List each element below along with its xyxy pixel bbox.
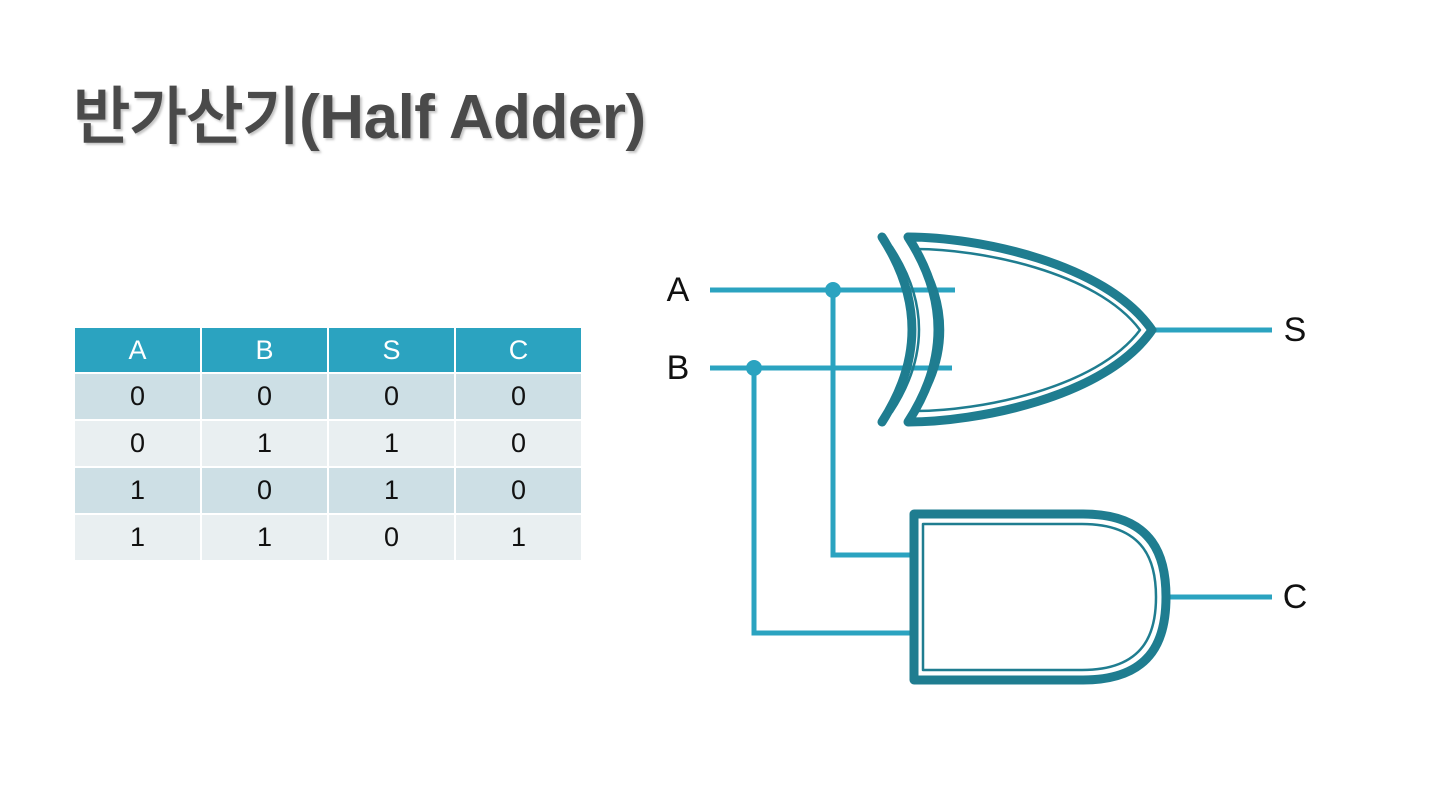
table-row: 0 0 0 0	[75, 374, 581, 419]
table-cell: 1	[329, 421, 454, 466]
xor-body-outer	[903, 232, 1157, 427]
table-cell: 0	[329, 515, 454, 560]
table-cell: 1	[202, 421, 327, 466]
input-label-a: A	[667, 271, 690, 309]
junction-dot-b	[746, 360, 762, 376]
and-body-inner	[921, 522, 1158, 672]
and-gate	[909, 509, 1171, 685]
xor-gate	[877, 232, 1157, 427]
table-cell: 1	[456, 515, 581, 560]
table-cell: 0	[329, 374, 454, 419]
table-cell: 0	[202, 468, 327, 513]
table-cell: 0	[75, 421, 200, 466]
xor-body-inner	[914, 247, 1142, 413]
table-cell: 0	[202, 374, 327, 419]
table-row: 1 0 1 0	[75, 468, 581, 513]
table-row: 1 1 0 1	[75, 515, 581, 560]
table-cell: 0	[75, 374, 200, 419]
table-cell: 1	[329, 468, 454, 513]
column-header-b: B	[202, 328, 327, 372]
wire-group	[710, 287, 1272, 636]
table-row: 0 1 1 0	[75, 421, 581, 466]
column-header-c: C	[456, 328, 581, 372]
wire-a-branch-to-and	[830, 290, 918, 558]
xor-input-arc-inner	[890, 245, 921, 414]
xor-input-arc-outer	[877, 232, 917, 427]
column-header-a: A	[75, 328, 200, 372]
wire-b-branch-to-and	[751, 368, 918, 636]
table-header-row: A B S C	[75, 328, 581, 372]
table-cell: 0	[456, 468, 581, 513]
table-cell: 0	[456, 374, 581, 419]
page-title: 반가산기(Half Adder)	[73, 83, 646, 152]
input-label-b: B	[667, 349, 690, 387]
table-cell: 1	[75, 515, 200, 560]
table-cell: 0	[456, 421, 581, 466]
column-header-s: S	[329, 328, 454, 372]
output-label-s: S	[1284, 311, 1307, 349]
table-cell: 1	[75, 468, 200, 513]
output-label-c: C	[1283, 578, 1308, 616]
table-cell: 1	[202, 515, 327, 560]
truth-table: A B S C 0 0 0 0 0 1 1 0 1 0 1 0 1 1 0 1	[73, 326, 583, 562]
junction-dot-a	[825, 282, 841, 298]
and-body-outer	[909, 509, 1171, 685]
